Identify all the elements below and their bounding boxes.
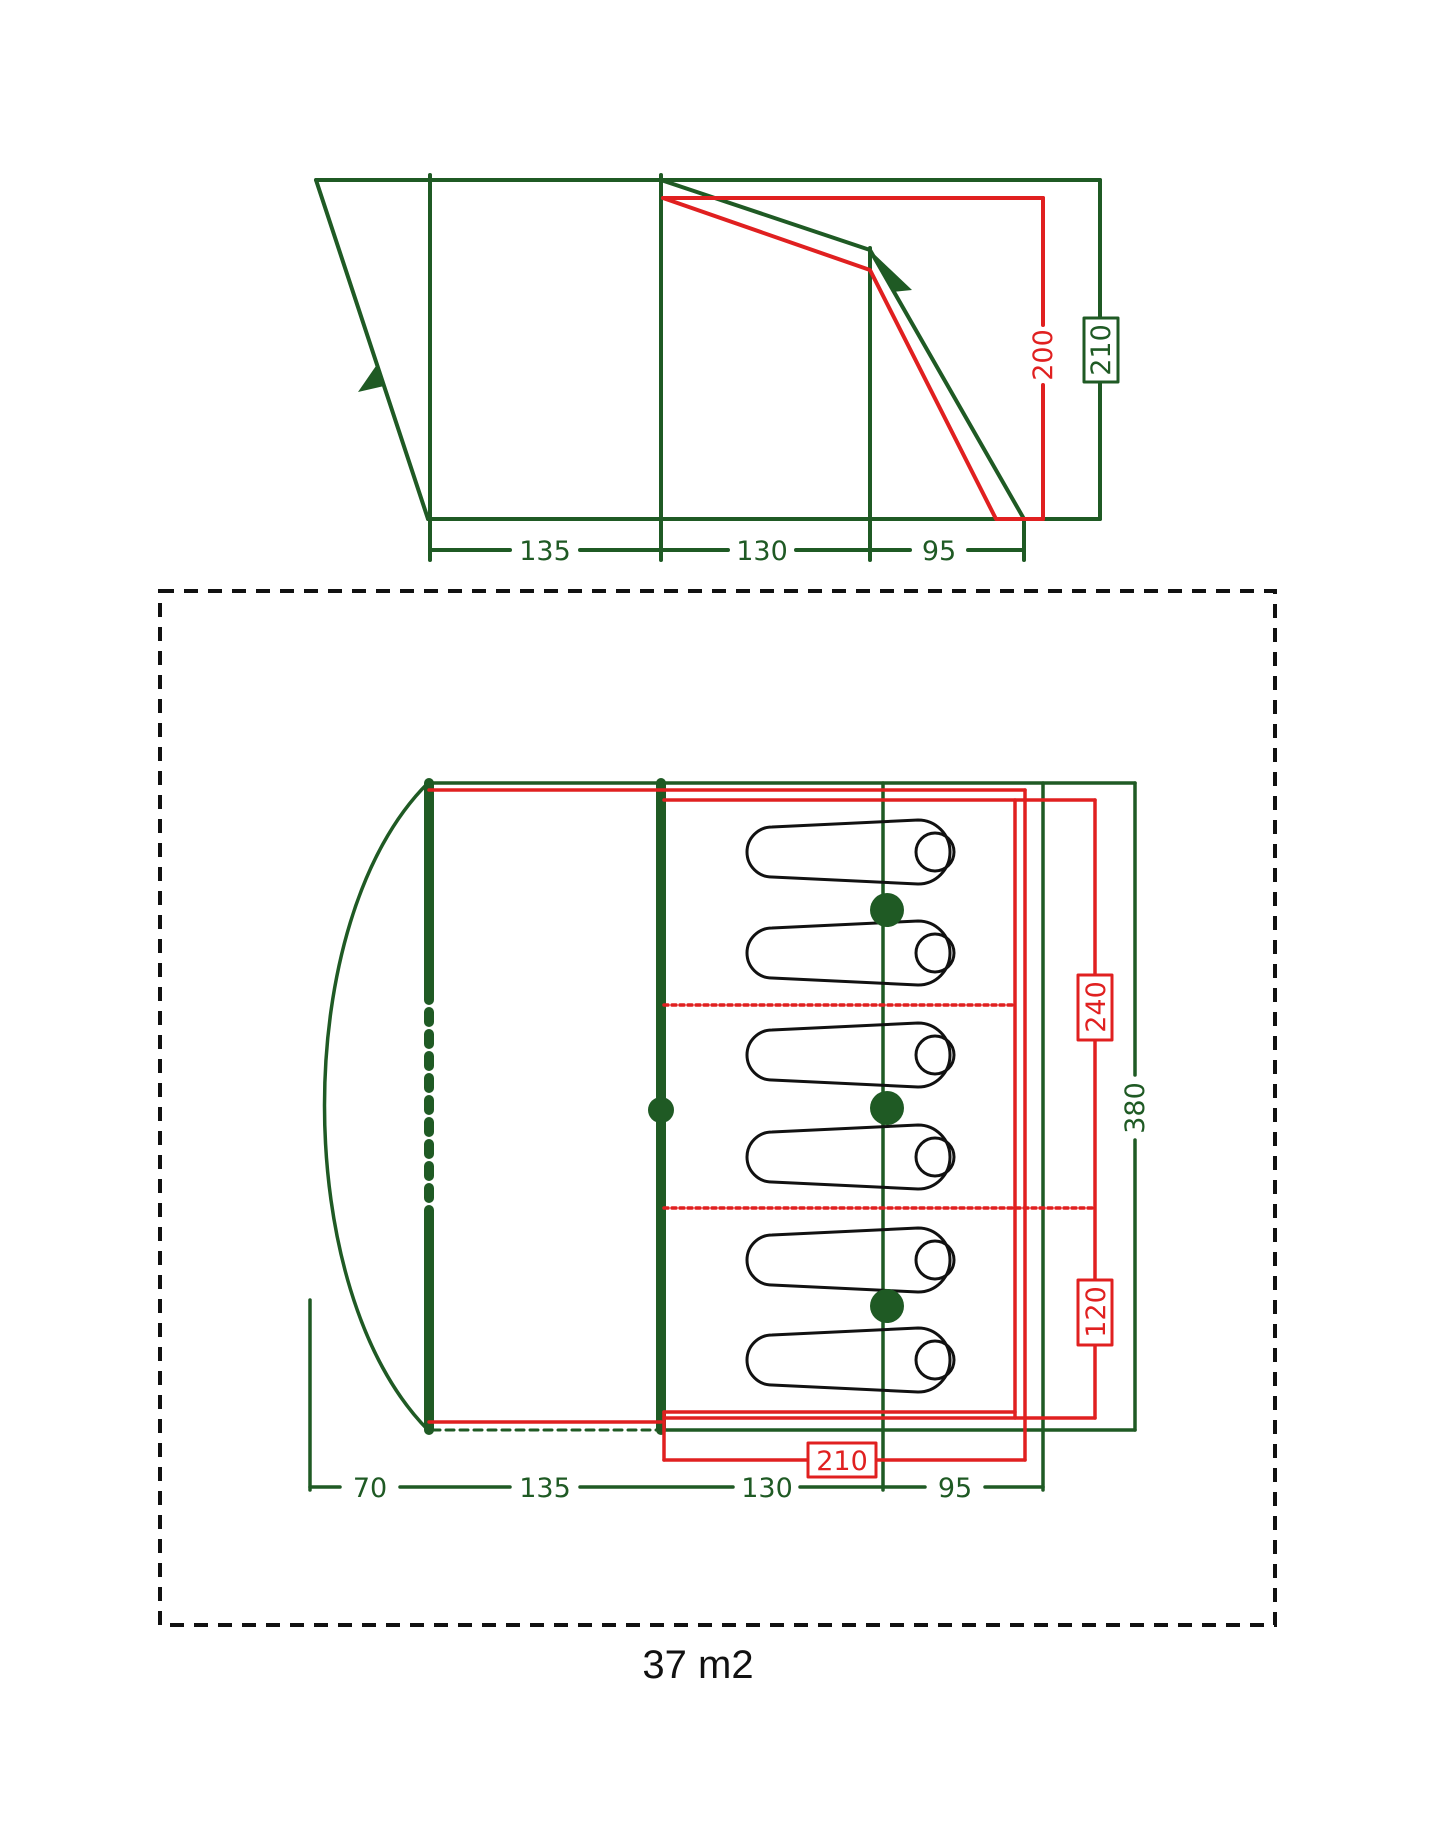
footprint-area-label: 37 m2 — [642, 1643, 753, 1687]
awning-peg-marker — [358, 363, 384, 392]
floor-plan: 70 135 130 95 210 380 240 120 — [308, 778, 1151, 1504]
inner-width-label: 210 — [816, 1446, 868, 1477]
side-view: 135 130 95 200 210 — [314, 173, 1120, 567]
side-roof-outline — [659, 178, 1026, 521]
awning-arc — [322, 781, 430, 1432]
plan-width-135: 135 — [519, 1473, 571, 1504]
plan-width-130: 130 — [741, 1473, 793, 1504]
sleeping-pad — [745, 1226, 956, 1294]
side-width-95: 95 — [922, 536, 956, 567]
outer-height-box — [1082, 316, 1120, 384]
sleeping-pad — [745, 1021, 956, 1089]
plan-width-95: 95 — [938, 1473, 972, 1504]
room-depth-large-box — [1076, 973, 1114, 1042]
sleeping-pads — [745, 818, 956, 1394]
room-depth-large-label: 240 — [1081, 981, 1112, 1033]
outer-height-label: 210 — [1086, 324, 1117, 376]
side-awning-slope — [314, 178, 430, 521]
room-depth-small-box — [1076, 1278, 1114, 1347]
sleeping-pad — [745, 1123, 956, 1191]
pole-dot-middle — [648, 1097, 674, 1123]
sleeping-pad — [745, 818, 956, 886]
pole-dot-2 — [870, 1091, 904, 1125]
roof-peg-marker — [872, 252, 912, 292]
room-depth-small-label: 120 — [1081, 1286, 1112, 1338]
inner-tent-outline — [661, 196, 1045, 521]
sleeping-pad — [745, 919, 956, 987]
sleeping-pad — [745, 1326, 956, 1394]
side-width-135: 135 — [519, 536, 571, 567]
plan-width-70: 70 — [353, 1473, 387, 1504]
footprint-boundary — [158, 589, 1277, 1627]
depth-label: 380 — [1120, 1082, 1151, 1134]
inner-width-box — [806, 1441, 878, 1479]
side-width-130: 130 — [736, 536, 788, 567]
pole-dot-3 — [870, 1289, 904, 1323]
inner-height-label: 200 — [1028, 329, 1059, 381]
pole-dot-1 — [870, 893, 904, 927]
